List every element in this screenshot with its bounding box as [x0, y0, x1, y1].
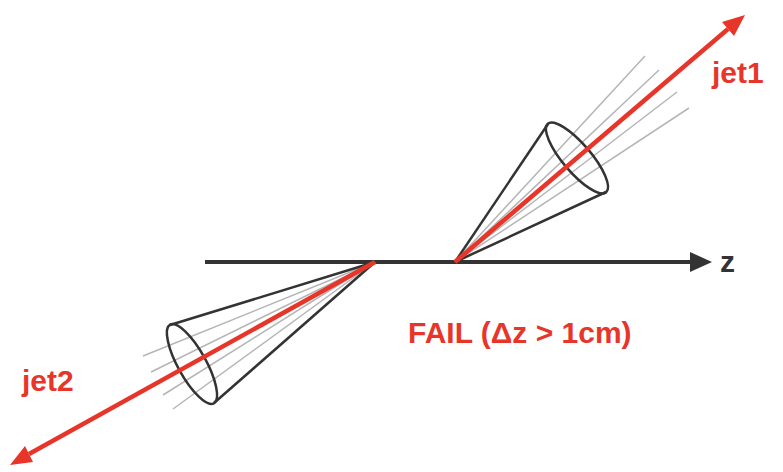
z-axis: [205, 260, 692, 264]
jet2-cone: [143, 262, 375, 410]
jet2-arrow-head: [10, 446, 33, 465]
axis-label: z: [720, 245, 735, 280]
jet1-arrow-head: [722, 15, 745, 36]
jet2-arrow: [29, 262, 375, 454]
cut-result-label: FAIL (Δz > 1cm): [408, 316, 632, 351]
jet-label: jet2: [22, 364, 74, 399]
z-axis-head: [690, 252, 712, 272]
jet-label: jet1: [712, 56, 764, 91]
jet1-arrow: [455, 29, 728, 262]
